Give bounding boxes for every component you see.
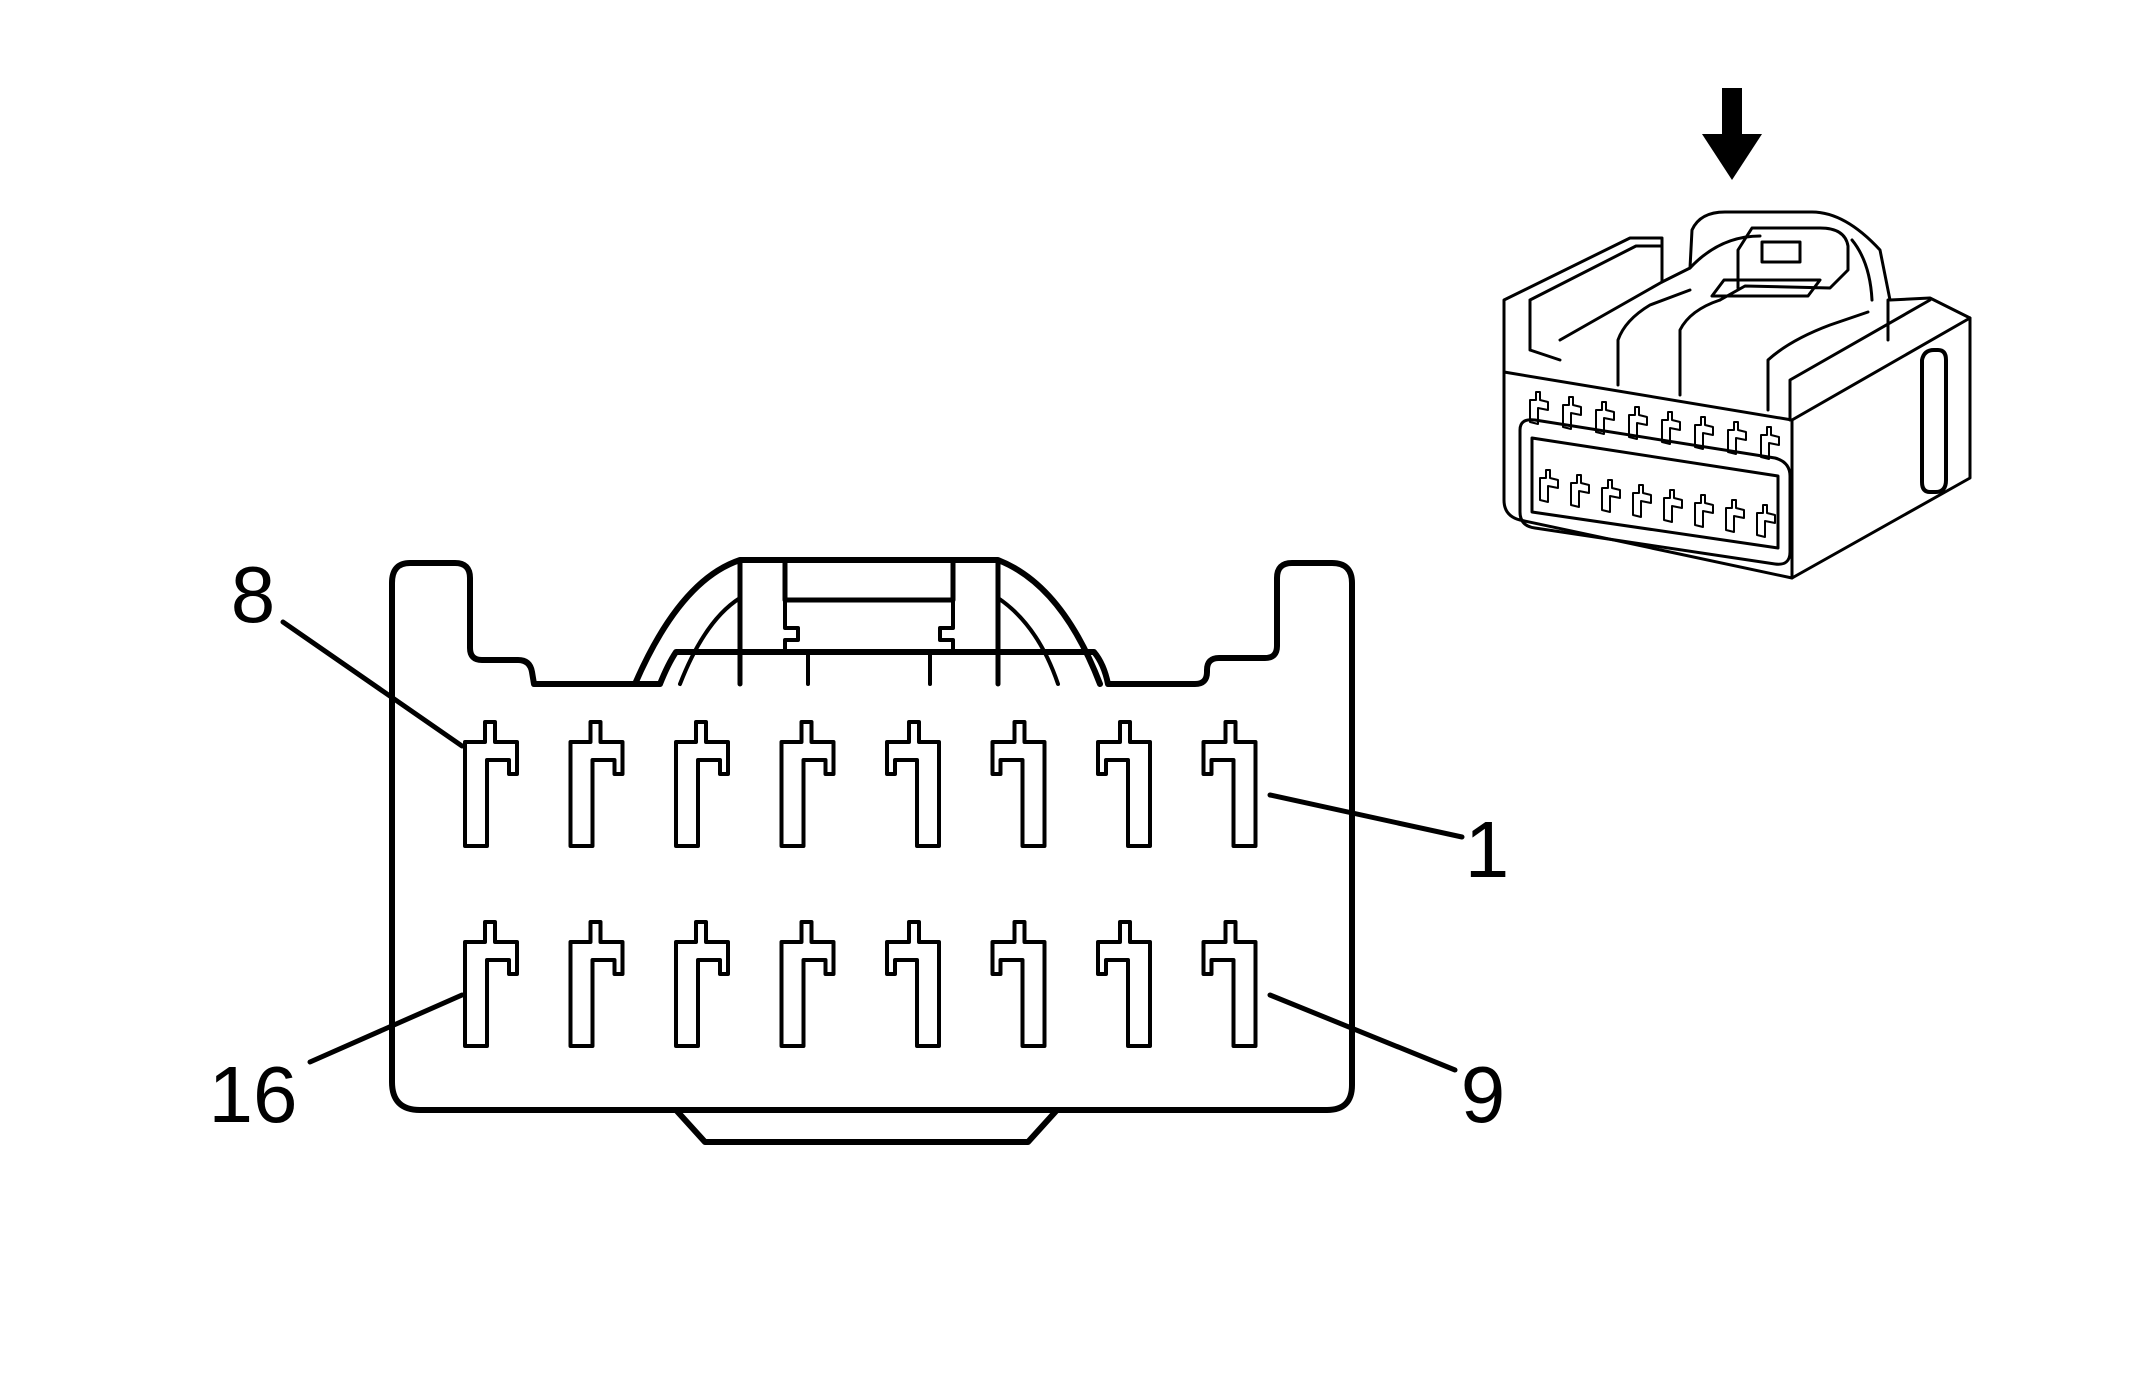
terminal-3d bbox=[1661, 411, 1681, 445]
terminal-3d bbox=[1601, 479, 1621, 513]
terminal-3d bbox=[1694, 416, 1714, 450]
pin-label-9: 9 bbox=[1461, 1050, 1506, 1139]
pin-cavity bbox=[568, 920, 625, 1048]
terminal-3d bbox=[1595, 401, 1615, 435]
pin-cavity bbox=[779, 720, 836, 848]
leader-line-pin-9 bbox=[1267, 992, 1458, 1073]
connector-3d-left-rail bbox=[1528, 244, 1664, 362]
connector-3d-right-block bbox=[1788, 298, 1932, 422]
pin-cavity bbox=[885, 920, 941, 1048]
terminal-3d bbox=[1539, 469, 1559, 503]
connector-3d-latch-arc bbox=[1688, 234, 1874, 302]
terminal-3d bbox=[1727, 421, 1747, 455]
pin-cavity bbox=[990, 720, 1047, 848]
connector-3d-body bbox=[1502, 210, 1972, 580]
pin-cavity bbox=[1096, 920, 1152, 1048]
latch-channel bbox=[737, 557, 1001, 687]
leader-line-pin-8 bbox=[280, 619, 465, 749]
leader-line-pin-1 bbox=[1267, 792, 1465, 840]
arrow-down-icon bbox=[1702, 88, 1762, 180]
terminal-3d bbox=[1562, 396, 1582, 430]
terminal-3d bbox=[1760, 426, 1780, 460]
connector-3d-top-ribs bbox=[1616, 288, 1870, 412]
connector-3d-face-panel-inner bbox=[1530, 436, 1780, 550]
pin-label-1: 1 bbox=[1465, 805, 1510, 894]
latch-notch-right bbox=[928, 598, 955, 686]
pin-cavity bbox=[1201, 720, 1258, 848]
connector-3d-latch bbox=[1710, 226, 1850, 302]
leader-line-pin-16 bbox=[307, 992, 465, 1065]
pin-cavity bbox=[568, 720, 625, 848]
connector-3d-side-edge bbox=[1790, 316, 1972, 422]
terminal-3d bbox=[1628, 406, 1648, 440]
latch-dome bbox=[632, 557, 1103, 687]
terminal-3d bbox=[1694, 494, 1714, 528]
pin-cavity bbox=[1201, 920, 1258, 1048]
pin-label-16: 16 bbox=[209, 1050, 298, 1139]
connector-3d-side-slot bbox=[1920, 348, 1948, 494]
connector-3d-view bbox=[1502, 210, 1972, 580]
pin-cavities bbox=[463, 720, 1258, 1048]
pin-cavity bbox=[463, 720, 519, 848]
terminal-3d bbox=[1632, 484, 1652, 518]
pin-cavity bbox=[463, 920, 519, 1048]
pin-cavity bbox=[674, 720, 730, 848]
pin-cavity bbox=[779, 920, 836, 1048]
pin-cavity bbox=[674, 920, 730, 1048]
connector-face: 8 1 16 9 bbox=[209, 550, 1510, 1145]
pin-cavity bbox=[885, 720, 941, 848]
latch-notch-left bbox=[783, 598, 810, 686]
terminal-3d bbox=[1756, 504, 1776, 538]
pin-cavity bbox=[1096, 720, 1152, 848]
terminal-3d bbox=[1725, 499, 1745, 533]
latch-dome-inner bbox=[678, 596, 1060, 686]
connector-3d-terminals bbox=[1529, 391, 1780, 538]
terminal-3d bbox=[1663, 489, 1683, 523]
terminal-3d bbox=[1529, 391, 1549, 425]
bottom-key-tab bbox=[673, 1107, 1060, 1145]
pin-cavity bbox=[990, 920, 1047, 1048]
pin-label-8: 8 bbox=[231, 550, 276, 639]
connector-housing-outline bbox=[389, 560, 1355, 1113]
terminal-3d bbox=[1570, 474, 1590, 508]
latch-bar bbox=[782, 557, 956, 603]
